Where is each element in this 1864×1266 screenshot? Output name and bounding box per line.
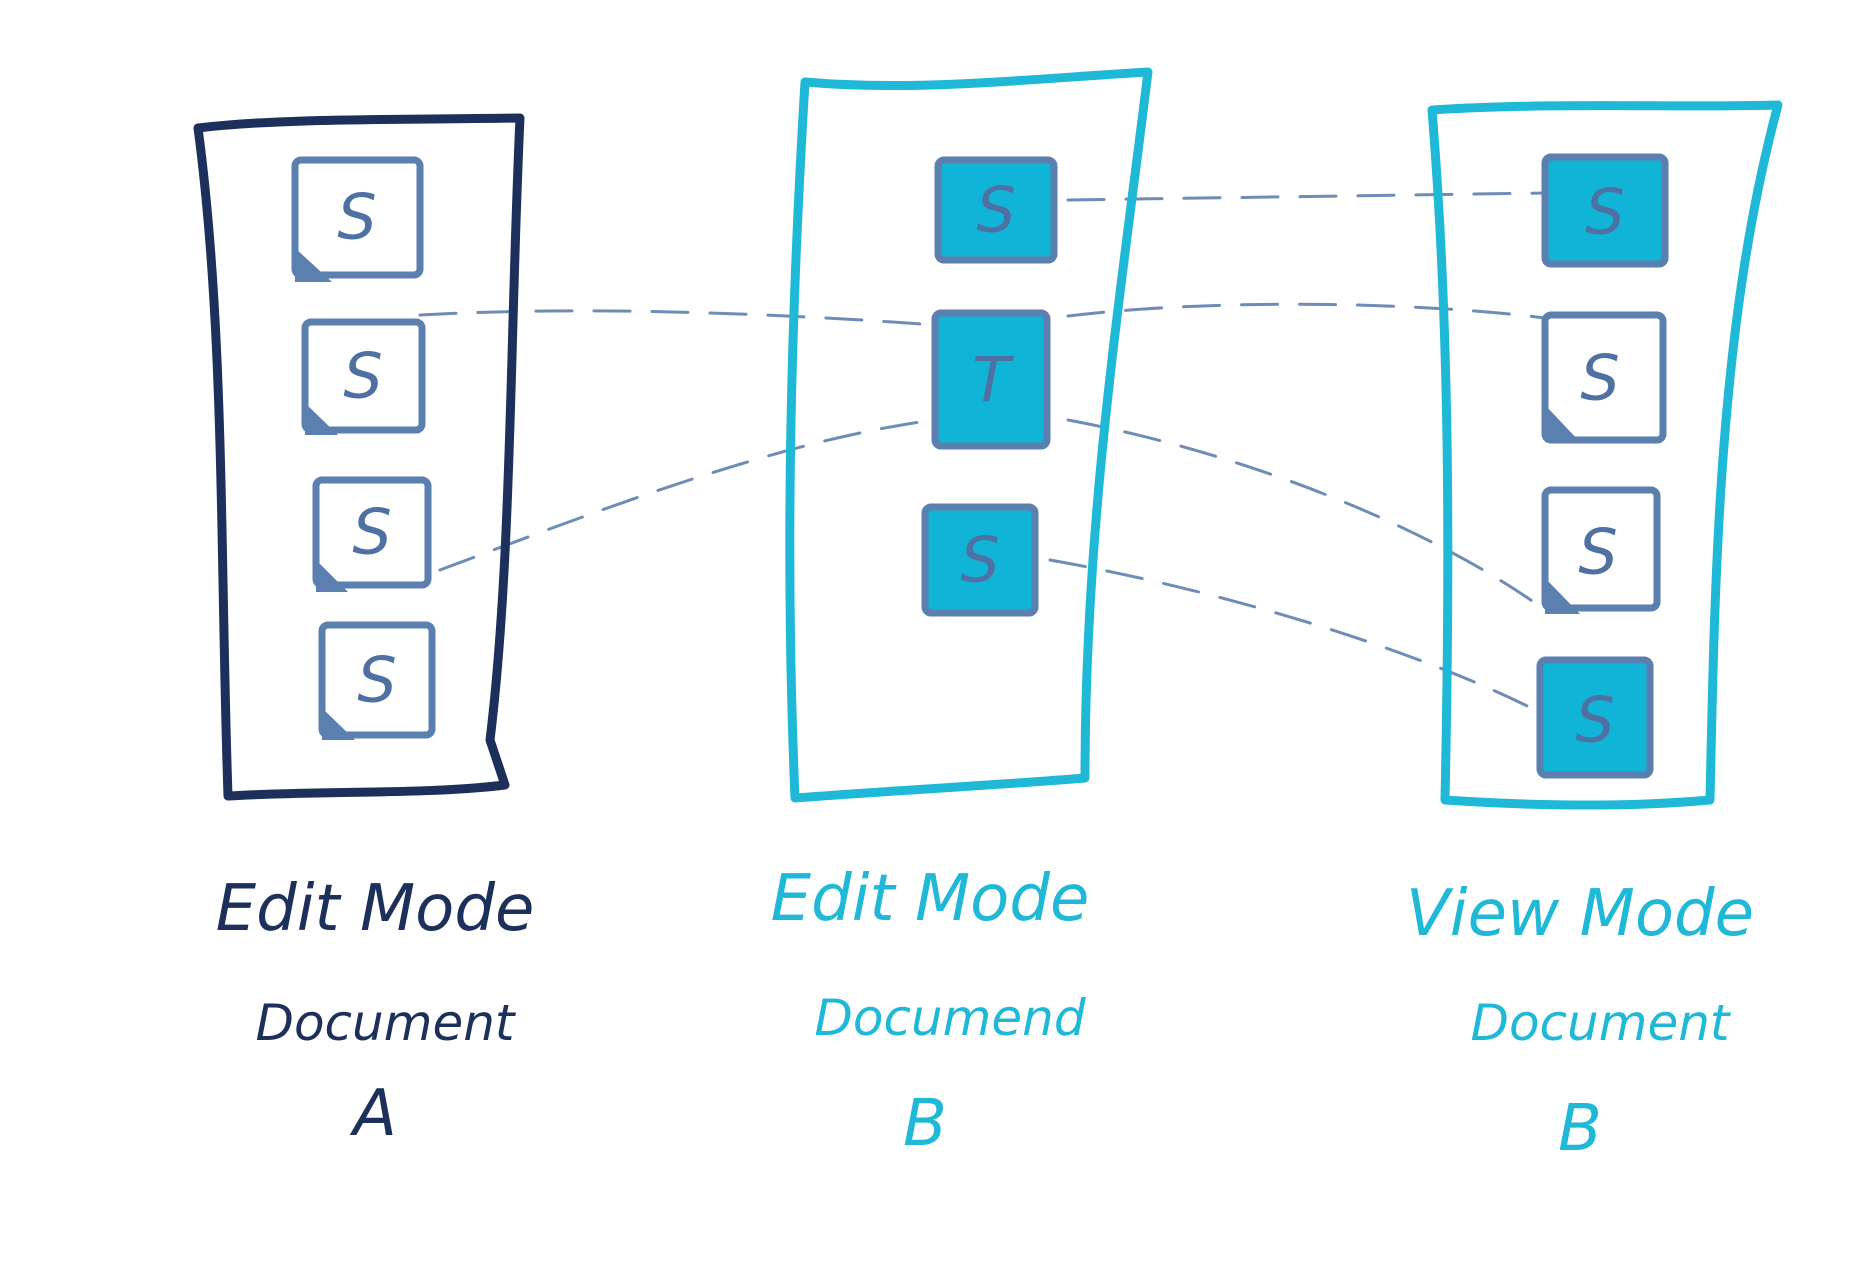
tile-a-4-label: S [357, 644, 396, 717]
link-a-s3-to-b-t [438, 418, 937, 572]
tile-a-1: S [291, 156, 424, 282]
panel-edit-mode-document-a: S S S S Edit Mode Document A [193, 113, 535, 1151]
panel-c-frame [1427, 100, 1783, 810]
panel-c-subtitle: Document [1470, 994, 1731, 1052]
tile-a-2: S [301, 318, 426, 435]
tile-c-3-label: S [1578, 516, 1617, 589]
panel-a-title: Edit Mode [216, 872, 535, 946]
panel-b-subtitle: Documend [814, 989, 1085, 1047]
tile-c-3: S [1541, 486, 1661, 614]
tile-b-1: S [934, 156, 1058, 264]
tile-a-3: S [312, 476, 432, 592]
tile-b-3: S [921, 503, 1039, 617]
link-b-t-to-view-s3 [1066, 418, 1547, 612]
tile-c-1: S [1541, 153, 1669, 268]
link-b-s3-to-view-s4 [1048, 558, 1547, 717]
tile-c-4: S [1536, 656, 1654, 779]
panel-a-letter: A [349, 1077, 397, 1151]
tile-b-3-label: S [960, 524, 999, 597]
connector-lines [418, 191, 1547, 717]
panel-a-frame [193, 113, 525, 801]
panel-b-frame [785, 67, 1153, 803]
tile-a-1-label: S [337, 181, 376, 254]
tile-b-1-label: S [976, 174, 1015, 247]
link-b-s1-to-view-s1 [1066, 191, 1547, 202]
panel-b-letter: B [903, 1087, 947, 1161]
tile-c-2: S [1541, 311, 1667, 444]
tile-a-3-label: S [352, 496, 391, 569]
panel-c-letter: B [1558, 1092, 1602, 1166]
panel-edit-mode-document-b: S T S Edit Mode Documend B [771, 67, 1153, 1161]
tile-b-2-label: T [972, 344, 1014, 417]
panel-a-subtitle: Document [255, 994, 516, 1052]
panel-view-mode-document-b: S S S S View Mode Document B [1406, 100, 1783, 1166]
tile-c-1-label: S [1585, 176, 1624, 249]
tile-a-2-label: S [343, 340, 382, 413]
link-b-t-to-view-s2 [1066, 302, 1547, 320]
link-a-s2-to-b-t [418, 309, 937, 327]
tile-c-2-label: S [1580, 342, 1619, 415]
panel-c-title: View Mode [1406, 877, 1754, 951]
panel-b-title: Edit Mode [771, 862, 1090, 936]
tile-a-4: S [318, 621, 436, 740]
tile-c-4-label: S [1575, 684, 1614, 757]
tile-b-2: T [931, 309, 1051, 450]
